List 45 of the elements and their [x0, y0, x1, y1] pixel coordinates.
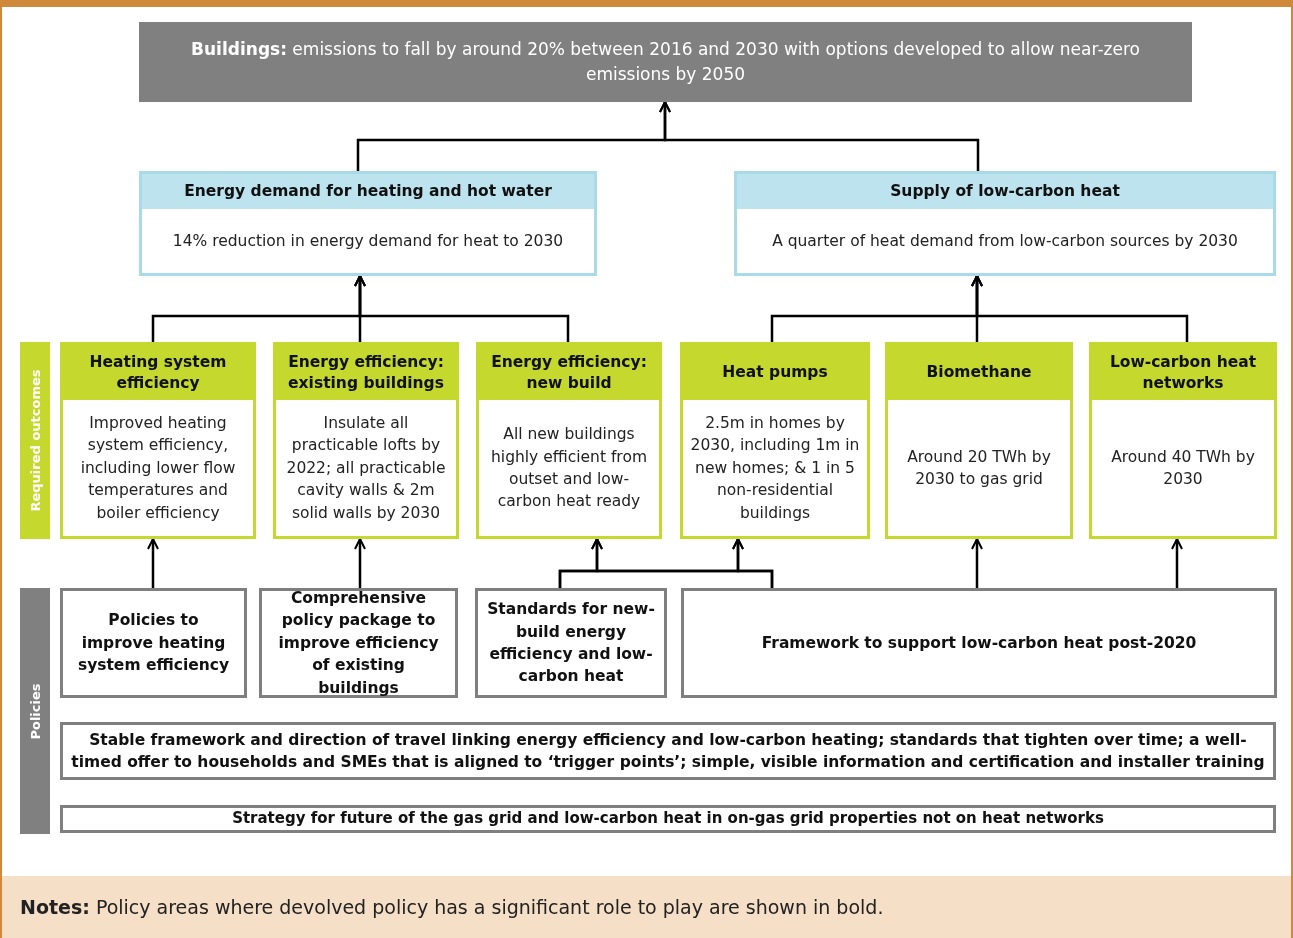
- outcome-box: [885, 342, 1073, 539]
- box-text: Around 20 TWh by 2030 to gas grid: [906, 446, 1052, 490]
- outcome-box: [1089, 342, 1277, 539]
- outcome-box: [139, 171, 597, 276]
- arrow: [354, 275, 570, 342]
- arrow: [732, 538, 774, 588]
- notes-text: Notes: Policy areas where devolved policy has a significant role to play are shown in bold.: [19, 896, 884, 918]
- outcome-box: [476, 342, 662, 539]
- box-heading: Energy efficiency: existing buildings: [276, 345, 456, 400]
- policy-box: Standards for new-build energy efficiency and low-carbon heat: [475, 588, 667, 698]
- policy-box: Stable framework and direction of travel linking energy efficiency and low-carbon heating; standards that tighten over time; a well-timed offer to households and SMEs that is aligned to ‘trigger points’; simple, visible information and certification and installer training: [60, 722, 1276, 780]
- outcome-box: [60, 342, 256, 539]
- outcome-box: [273, 342, 459, 539]
- policy-box: Framework to support low-carbon heat post-2020: [681, 588, 1277, 698]
- band-label: Required outcomes: [27, 369, 43, 512]
- outcome-box: [680, 342, 870, 539]
- box-text: Around 40 TWh by 2030: [1110, 446, 1256, 490]
- box-heading: Low-carbon heat networks: [1092, 345, 1274, 400]
- box-text: 14% reduction in energy demand for heat to 2030: [171, 230, 565, 252]
- box-text: Improved heating system efficiency, including lower flow temperatures and boiler efficiency: [79, 412, 237, 524]
- side-band: [20, 342, 50, 539]
- box-text: 2.5m in homes by 2030, including 1m in new homes; & 1 in 5 non-residential buildings: [689, 412, 861, 524]
- outcome-box: [734, 171, 1276, 276]
- box-text: Insulate all practicable lofts by 2022; all practicable cavity walls & 2m solid walls by 2030: [285, 412, 447, 524]
- arrow: [971, 275, 1189, 342]
- policy-box: Policies to improve heating system efficiency: [60, 588, 247, 698]
- arrow: [971, 538, 983, 588]
- box-heading: Energy efficiency: new build: [479, 345, 659, 400]
- box-heading: Supply of low-carbon heat: [737, 174, 1273, 209]
- goal-text: Buildings: emissions to fall by around 20% between 2016 and 2030 with options developed to allow near-zero emissions by 2050: [190, 37, 1141, 86]
- goal-box: [139, 22, 1192, 102]
- arrow: [147, 538, 159, 588]
- box-heading: Heating system efficiency: [63, 345, 253, 400]
- side-band: [20, 588, 50, 834]
- band-label: Policies: [27, 682, 43, 740]
- box-heading: Biomethane: [888, 345, 1070, 400]
- policy-box: Strategy for future of the gas grid and low-carbon heat in on-gas grid properties not on heat networks: [60, 805, 1276, 833]
- box-text: All new buildings highly efficient from outset and low-carbon heat ready: [490, 424, 648, 513]
- box-heading: Energy demand for heating and hot water: [142, 174, 594, 209]
- box-text: A quarter of heat demand from low-carbon sources by 2030: [771, 230, 1239, 252]
- policy-box: Comprehensive policy package to improve efficiency of existing buildings: [259, 588, 458, 698]
- box-heading: Heat pumps: [683, 345, 867, 400]
- arrow: [1171, 538, 1183, 588]
- arrow: [659, 101, 980, 171]
- arrow: [354, 538, 366, 588]
